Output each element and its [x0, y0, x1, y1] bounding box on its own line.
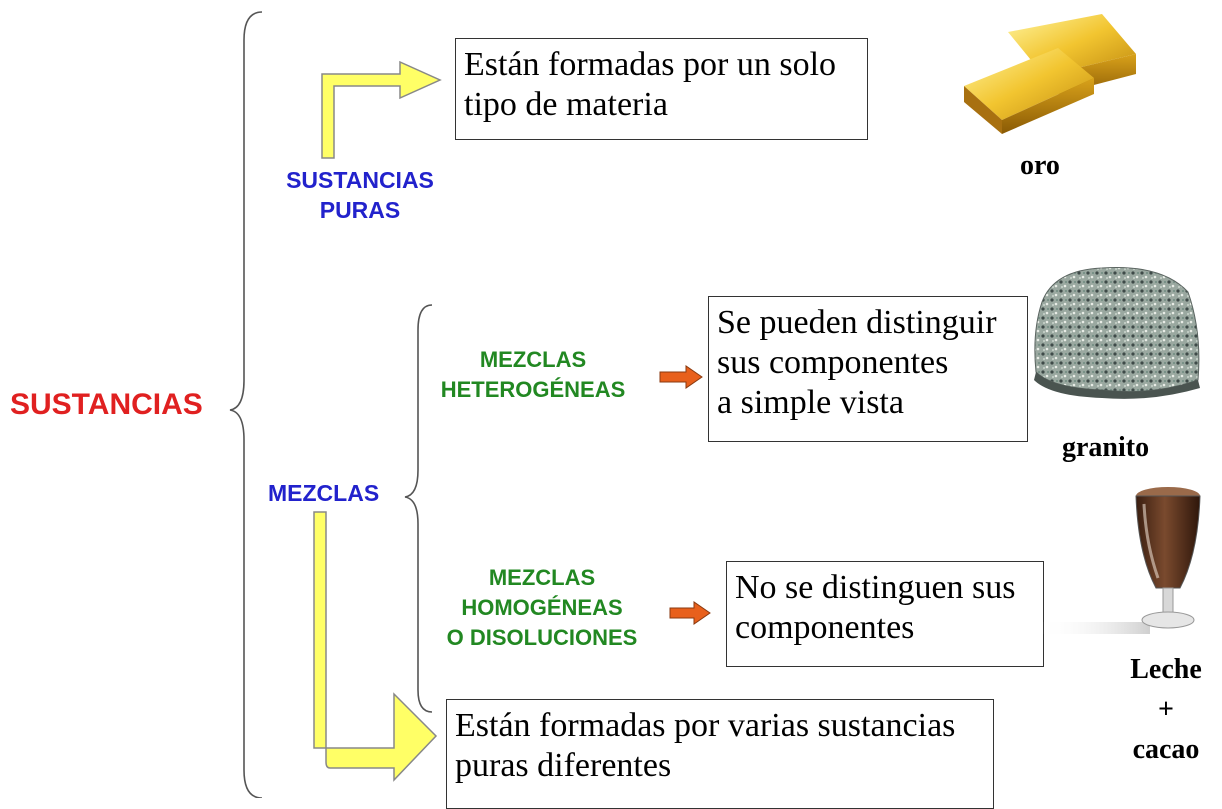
- mixtures-description-line1: Están formadas por varias sustancias: [455, 707, 956, 744]
- gold-example-label: oro: [1020, 150, 1060, 181]
- heterogeneous-description-line3: a simple vista: [717, 384, 904, 421]
- homogeneous-description-box: No se distinguen sus componentes: [726, 561, 1044, 667]
- main-brace: [229, 11, 263, 798]
- pure-label-line1: SUSTANCIAS: [286, 167, 434, 193]
- pure-description-box: Están formadas por un solo tipo de mater…: [455, 38, 868, 140]
- mixtures-label: MEZCLAS: [268, 480, 380, 506]
- homogeneous-description-line1: No se distinguen sus: [735, 569, 1016, 606]
- milk-cocoa-line1: Leche: [1130, 654, 1202, 685]
- pure-description-line2: tipo de materia: [464, 86, 668, 123]
- pure-yellow-arrow: [321, 60, 442, 159]
- mixtures-description-box: Están formadas por varias sustancias pur…: [446, 699, 994, 809]
- root-label: SUSTANCIAS: [10, 388, 203, 421]
- pure-label-line2: PURAS: [319, 197, 401, 223]
- heterogeneous-label: MEZCLAS HETEROGÉNEAS: [418, 345, 648, 405]
- pure-substances-label: SUSTANCIAS PURAS: [270, 165, 450, 225]
- granite-rock-icon: [1034, 267, 1200, 399]
- mixtures-brace: [404, 304, 433, 713]
- granite-example-label: granito: [1062, 432, 1150, 463]
- homogeneous-description-line2: componentes: [735, 609, 915, 646]
- milk-cocoa-line3: cacao: [1132, 734, 1200, 765]
- homogeneous-label-line2: HOMOGÉNEAS: [461, 595, 623, 620]
- milk-cocoa-line2: +: [1158, 694, 1174, 725]
- gold-bars-icon: [964, 14, 1136, 134]
- heterogeneous-description-box: Se pueden distinguir sus componentes a s…: [708, 296, 1028, 442]
- heterogeneous-description-line1: Se pueden distinguir: [717, 304, 997, 341]
- heterogeneous-label-line1: MEZCLAS: [479, 347, 587, 372]
- mixtures-yellow-arrow: [313, 511, 438, 782]
- homogeneous-label-line1: MEZCLAS: [488, 565, 596, 590]
- heterogeneous-orange-arrow: [659, 365, 703, 389]
- chocolate-milk-glass-icon: [1040, 487, 1201, 634]
- heterogeneous-description-line2: sus componentes: [717, 344, 949, 381]
- mixtures-description-line2: puras diferentes: [455, 747, 672, 784]
- heterogeneous-label-line2: HETEROGÉNEAS: [440, 377, 626, 402]
- pure-description-line1: Están formadas por un solo: [464, 46, 837, 83]
- homogeneous-orange-arrow: [669, 601, 711, 625]
- homogeneous-label: MEZCLAS HOMOGÉNEAS O DISOLUCIONES: [422, 563, 662, 653]
- homogeneous-label-line3: O DISOLUCIONES: [446, 625, 638, 650]
- milk-cocoa-example-label: Leche + cacao: [1110, 650, 1222, 770]
